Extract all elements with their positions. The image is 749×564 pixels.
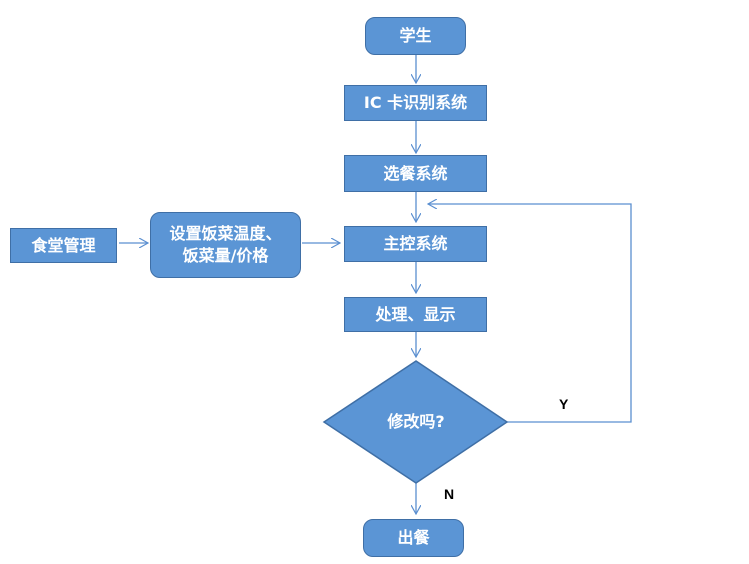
node-meal-select-label: 选餐系统 [383, 163, 448, 183]
node-process-display-label: 处理、显示 [375, 304, 456, 324]
node-settings-line1: 设置饭菜温度、 [169, 224, 282, 244]
node-ic-card-system: IC 卡识别系统 [344, 85, 487, 121]
node-canteen-label: 食堂管理 [31, 235, 96, 255]
node-main-control-label: 主控系统 [383, 234, 448, 254]
node-meal-select-system: 选餐系统 [344, 155, 487, 192]
node-serve-label: 出餐 [397, 528, 430, 548]
node-decision-label: 修改吗? [387, 412, 445, 432]
label-yes: Y [559, 396, 569, 412]
label-no: N [444, 486, 455, 502]
node-process-display: 处理、显示 [344, 297, 487, 332]
node-canteen-management: 食堂管理 [10, 228, 117, 263]
arrow-loop-yes [428, 204, 632, 423]
node-settings-line2: 饭菜量/价格 [182, 246, 269, 265]
node-ic-card-label: IC 卡识别系统 [363, 93, 468, 113]
node-settings: 设置饭菜温度、 饭菜量/价格 [150, 212, 301, 278]
node-main-control-system: 主控系统 [344, 226, 487, 262]
node-student-label: 学生 [399, 26, 432, 46]
node-student: 学生 [365, 17, 466, 55]
node-serve-meal: 出餐 [363, 519, 464, 557]
node-decision-label-box: 修改吗? [356, 408, 476, 436]
